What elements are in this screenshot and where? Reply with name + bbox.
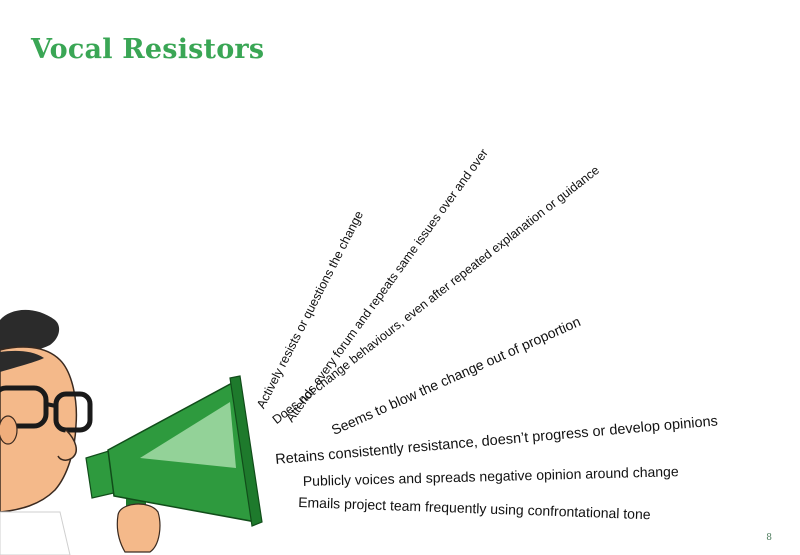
man-with-megaphone-icon xyxy=(0,290,270,555)
slide-title: Vocal Resistors xyxy=(31,34,265,65)
behaviour-text: Seems to blow the change out of proporti… xyxy=(328,313,583,438)
behaviour-text: Publicly voices and spreads negative opi… xyxy=(302,463,679,489)
page-number: 8 xyxy=(766,533,772,543)
behaviour-text: Emails project team frequently using con… xyxy=(297,494,651,523)
